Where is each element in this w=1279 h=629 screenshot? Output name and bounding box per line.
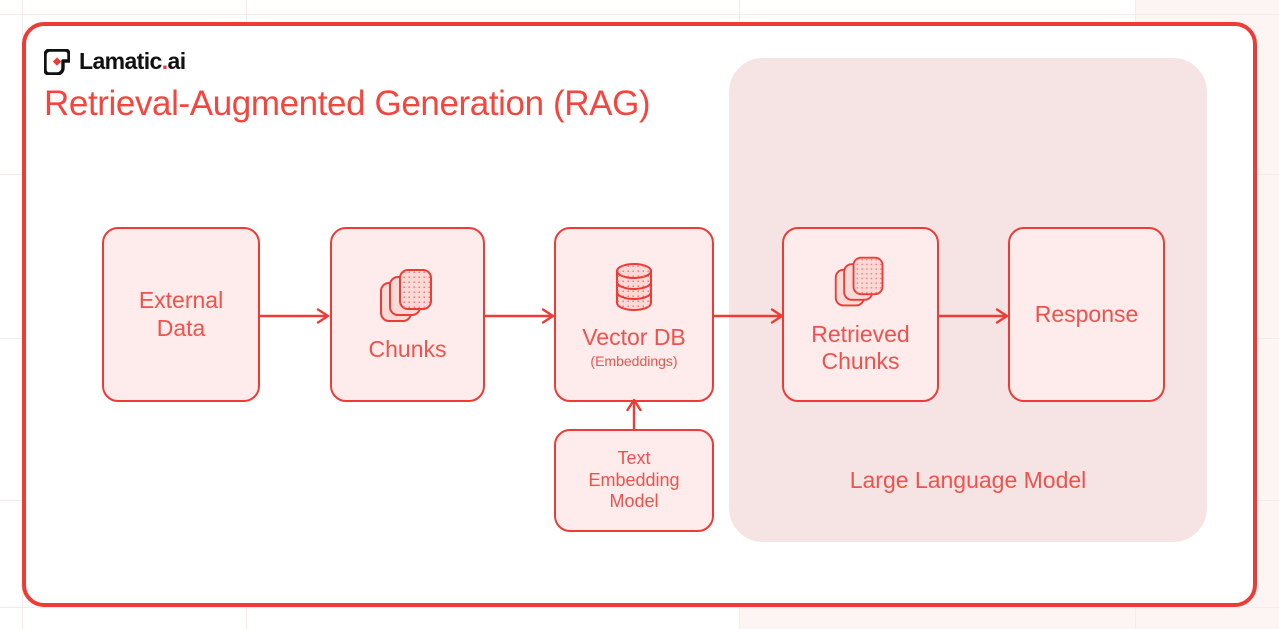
grid-line-horizontal-1 bbox=[0, 14, 1279, 15]
node-response-label: Response bbox=[1034, 300, 1139, 327]
grid-tint-bottom bbox=[739, 607, 1279, 629]
node-vector-db-sublabel: (Embeddings) bbox=[590, 352, 678, 369]
lamatic-logo-icon bbox=[44, 48, 70, 75]
brand-name: Lamatic.ai bbox=[79, 48, 186, 74]
node-retrieved-chunks[interactable]: Retrieved Chunks bbox=[782, 227, 939, 402]
edge-retrieved-to-response bbox=[939, 306, 1011, 326]
edge-embedding-to-vectordb bbox=[624, 398, 644, 431]
node-retrieved-chunks-label: Retrieved Chunks bbox=[811, 320, 910, 375]
node-text-embedding-model[interactable]: Text Embedding Model bbox=[554, 429, 714, 532]
node-external-data[interactable]: External Data bbox=[102, 227, 260, 402]
node-chunks-label: Chunks bbox=[368, 336, 447, 363]
edge-external-to-chunks bbox=[260, 306, 332, 326]
edge-chunks-to-vectordb bbox=[485, 306, 557, 326]
grid-line-horizontal-5 bbox=[0, 607, 1279, 608]
database-cylinder-icon bbox=[606, 259, 662, 320]
node-response[interactable]: Response bbox=[1008, 227, 1165, 402]
brand-logo: Lamatic.ai bbox=[44, 48, 186, 75]
stacked-cards-icon bbox=[832, 253, 890, 316]
node-text-embedding-model-label: Text Embedding Model bbox=[588, 448, 680, 512]
node-chunks[interactable]: Chunks bbox=[330, 227, 485, 402]
node-vector-db[interactable]: Vector DB (Embeddings) bbox=[554, 227, 714, 402]
edge-vectordb-to-retrieved bbox=[714, 306, 786, 326]
llm-group-label: Large Language Model bbox=[849, 467, 1087, 493]
node-external-data-label: External Data bbox=[138, 286, 224, 341]
node-vector-db-label: Vector DB bbox=[582, 324, 686, 351]
stacked-cards-icon bbox=[377, 265, 439, 332]
page-title: Retrieval-Augmented Generation (RAG) bbox=[44, 84, 651, 123]
